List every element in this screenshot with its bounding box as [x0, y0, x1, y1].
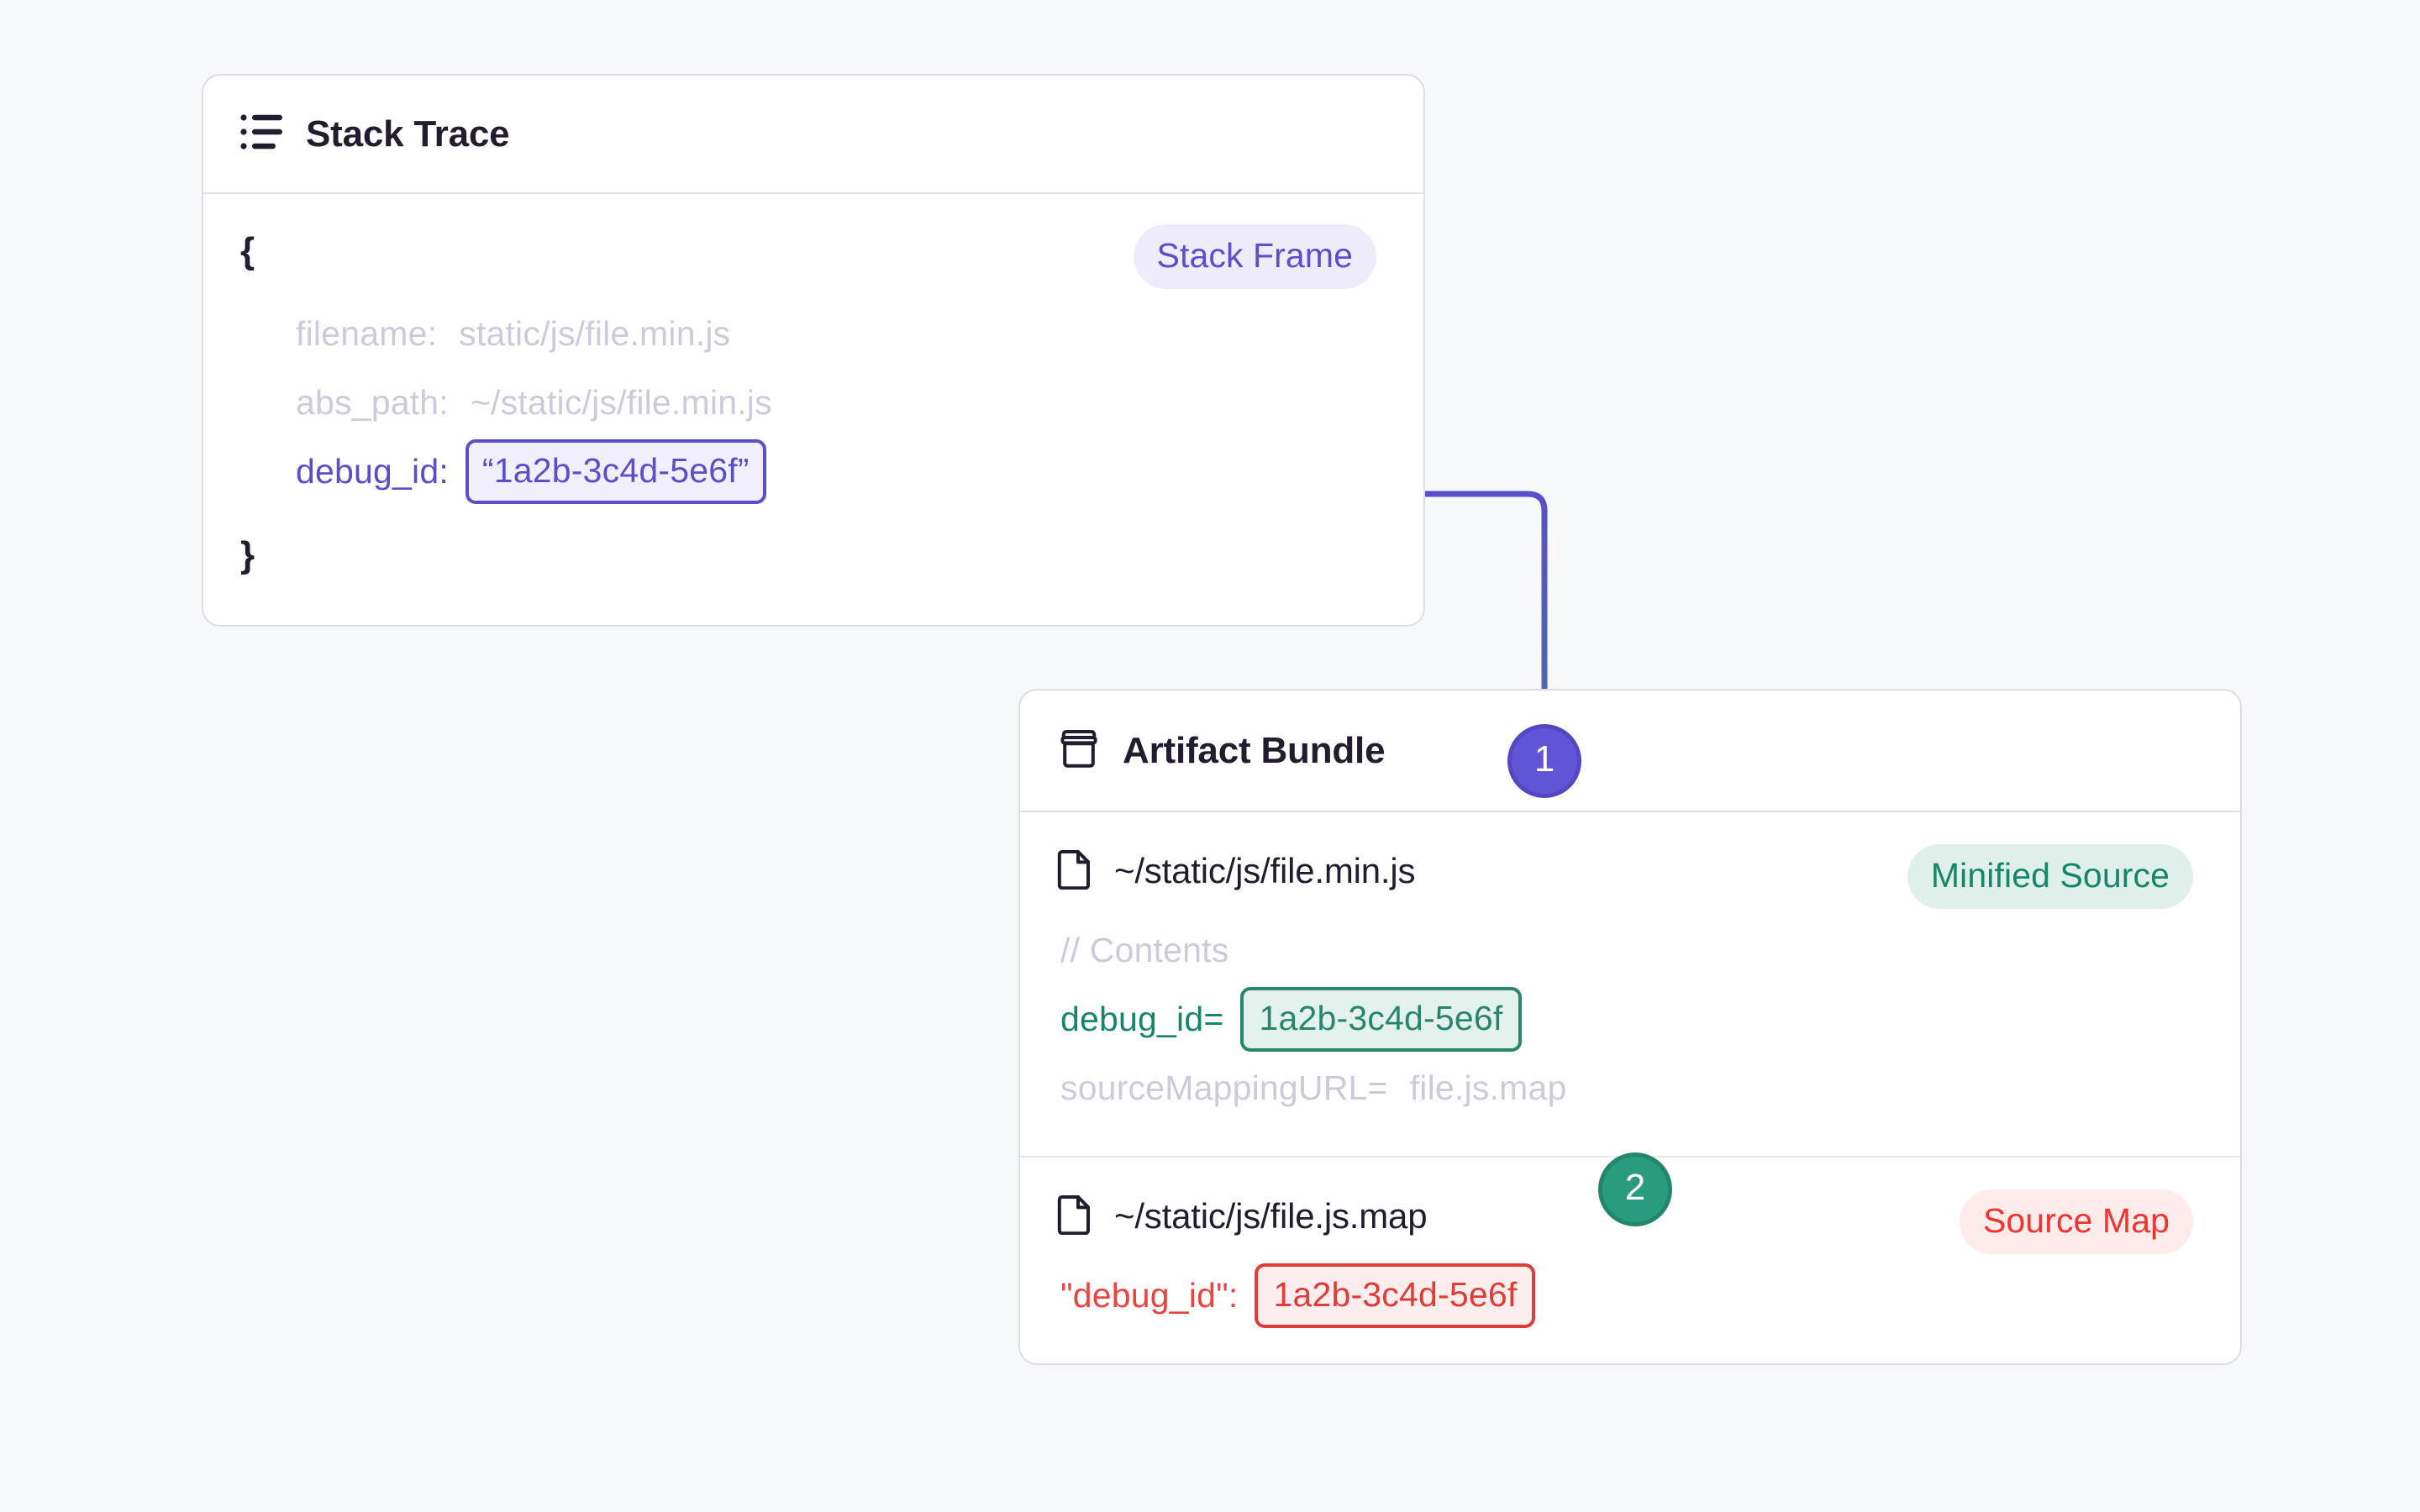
file-line-debug-id: debug_id= 1a2b-3c4d-5e6f — [1057, 984, 2203, 1053]
file-icon — [1057, 848, 1092, 894]
line-key: sourceMappingURL= — [1060, 1068, 1388, 1107]
stack-trace-body: Stack Frame { filename: static/js/file.m… — [203, 194, 1423, 625]
source-map-badge: Source Map — [1959, 1189, 2193, 1254]
property-row-filename: filename: static/js/file.min.js — [240, 300, 1386, 369]
artifact-bundle-card: Artifact Bundle Minified Source ~/static… — [1018, 689, 2242, 1365]
file-name: ~/static/js/file.min.js — [1114, 850, 1416, 890]
line-key: debug_id= — [1060, 999, 1224, 1038]
property-key: debug_id: — [296, 452, 449, 491]
file-section-minified-source: Minified Source ~/static/js/file.min.js … — [1020, 812, 2240, 1156]
property-row-debug-id: debug_id: “1a2b-3c4d-5e6f” — [240, 438, 1386, 507]
file-line-debug-id: "debug_id": 1a2b-3c4d-5e6f — [1057, 1261, 2203, 1330]
archive-icon — [1057, 727, 1101, 774]
list-icon — [240, 113, 284, 155]
line-value: file.js.map — [1409, 1068, 1567, 1107]
open-brace: { — [240, 230, 255, 271]
stack-trace-header: Stack Trace — [203, 76, 1423, 194]
minified-debug-id-value-box[interactable]: 1a2b-3c4d-5e6f — [1240, 986, 1522, 1052]
file-name: ~/static/js/file.js.map — [1114, 1195, 1428, 1236]
step-marker-label: 1 — [1534, 738, 1555, 780]
property-key: abs_path: — [296, 383, 449, 423]
line-key: "debug_id": — [1060, 1275, 1239, 1315]
sourcemap-debug-id-value-box[interactable]: 1a2b-3c4d-5e6f — [1255, 1263, 1536, 1328]
artifact-bundle-body: Minified Source ~/static/js/file.min.js … — [1020, 812, 2240, 1363]
stack-trace-card: Stack Trace Stack Frame { filename: stat… — [202, 74, 1425, 627]
step-marker-2: 2 — [1598, 1152, 1672, 1226]
file-icon — [1057, 1193, 1092, 1239]
property-value: ~/static/js/file.min.js — [470, 383, 772, 423]
property-value: static/js/file.min.js — [459, 314, 731, 354]
artifact-bundle-header: Artifact Bundle — [1020, 690, 2240, 812]
line-key: // Contents — [1060, 930, 1229, 969]
file-header: ~/static/js/file.js.map — [1057, 1193, 2203, 1239]
property-key: filename: — [296, 314, 438, 354]
file-line-contents-comment: // Contents — [1057, 916, 2203, 984]
close-brace: } — [240, 533, 255, 575]
property-row-abs-path: abs_path: ~/static/js/file.min.js — [240, 369, 1386, 438]
artifact-bundle-title: Artifact Bundle — [1123, 729, 1386, 771]
minified-source-badge: Minified Source — [1907, 844, 2193, 909]
stack-trace-title: Stack Trace — [306, 113, 510, 155]
step-marker-1: 1 — [1507, 724, 1581, 798]
file-line-source-mapping-url: sourceMappingURL= file.js.map — [1057, 1053, 2203, 1122]
stack-frame-badge: Stack Frame — [1133, 224, 1376, 289]
debug-id-value-box[interactable]: “1a2b-3c4d-5e6f” — [465, 439, 766, 505]
step-marker-label: 2 — [1624, 1167, 1646, 1208]
